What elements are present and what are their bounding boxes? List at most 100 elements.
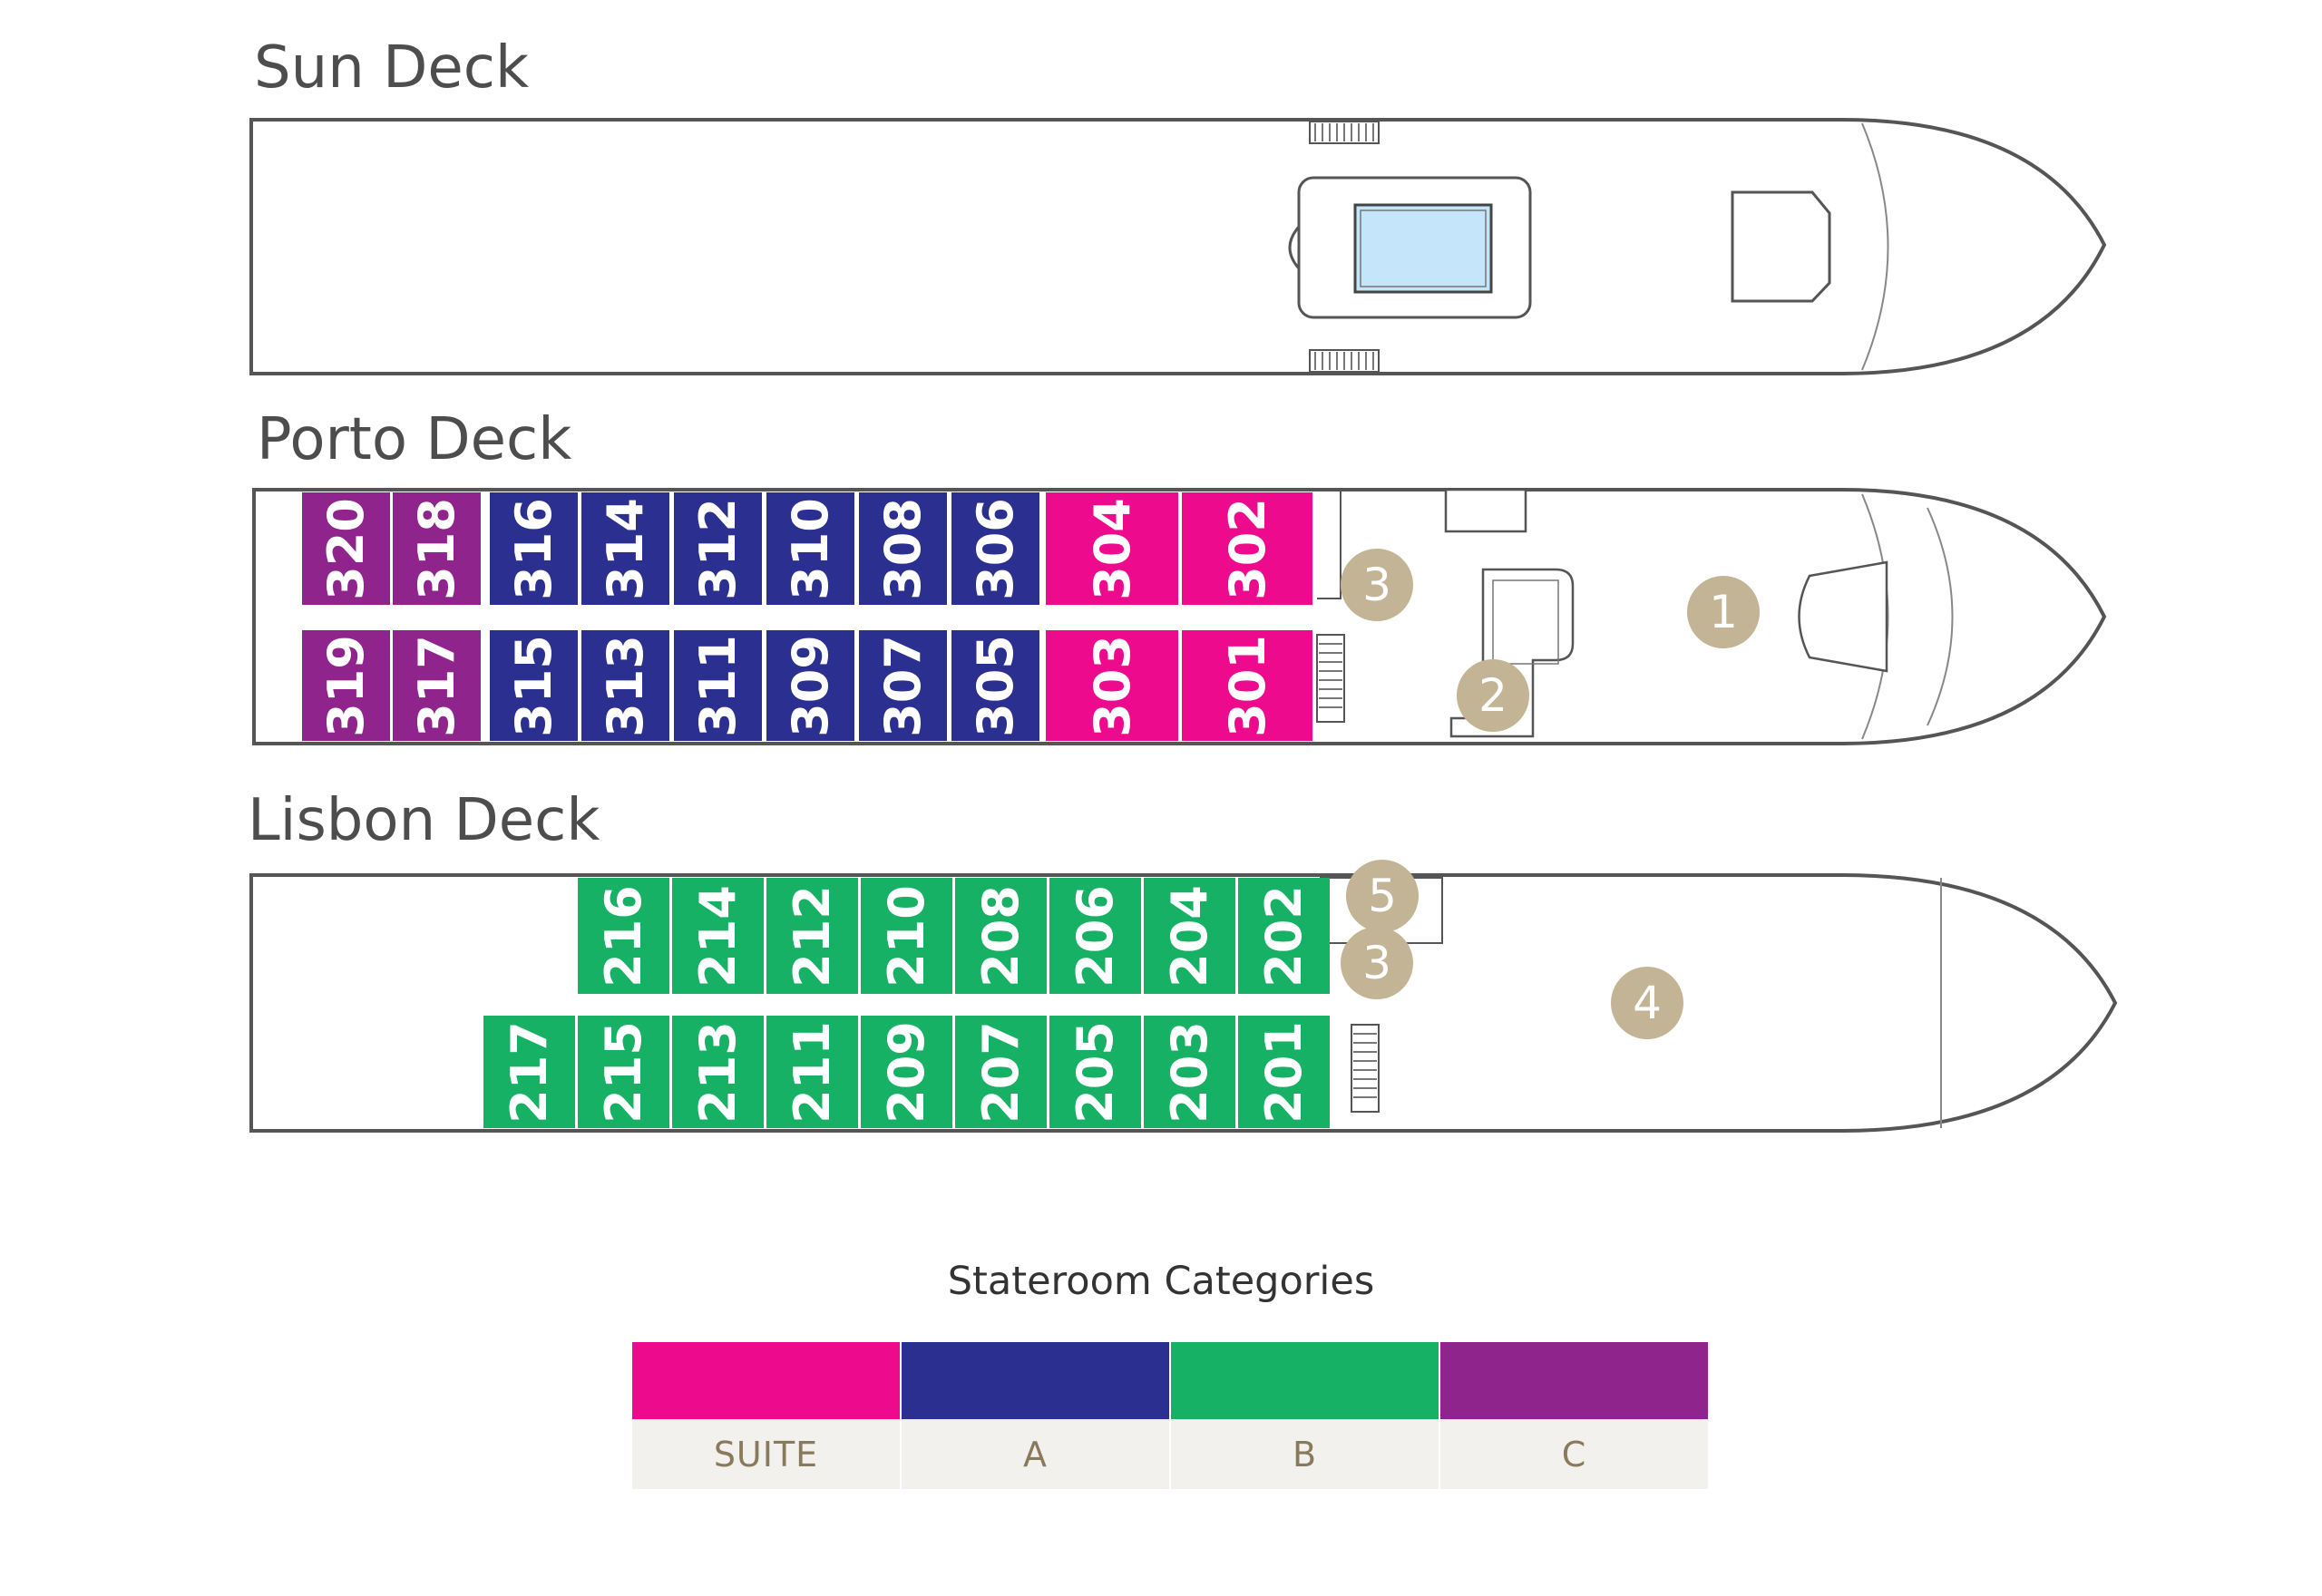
legend-label-b: B — [1171, 1419, 1439, 1489]
cabin-number: 206 — [1067, 884, 1125, 988]
cabin-number: 319 — [317, 634, 376, 737]
deck-title-sun: Sun Deck — [254, 34, 529, 102]
cabin-313[interactable]: 313 — [581, 630, 669, 741]
cabin-number: 314 — [597, 497, 655, 600]
legend-swatch-b — [1171, 1342, 1439, 1419]
cabin-210[interactable]: 210 — [861, 878, 952, 994]
lisbon-marker-4[interactable]: 4 — [1611, 967, 1683, 1039]
cabin-306[interactable]: 306 — [951, 492, 1039, 605]
cabin-number: 307 — [874, 634, 932, 737]
cabin-318[interactable]: 318 — [393, 492, 481, 605]
cabin-303[interactable]: 303 — [1046, 630, 1178, 741]
cabin-213[interactable]: 213 — [672, 1016, 764, 1128]
legend-item-suite: SUITE — [632, 1342, 900, 1489]
cabin-214[interactable]: 214 — [672, 878, 764, 994]
porto-marker-3[interactable]: 3 — [1341, 549, 1413, 621]
cabin-204[interactable]: 204 — [1144, 878, 1235, 994]
cabin-316[interactable]: 316 — [490, 492, 578, 605]
cabin-number: 313 — [597, 634, 655, 737]
cabin-308[interactable]: 308 — [859, 492, 947, 605]
cabin-311[interactable]: 311 — [674, 630, 762, 741]
cabin-212[interactable]: 212 — [766, 878, 858, 994]
cabin-number: 213 — [689, 1020, 747, 1124]
cabin-309[interactable]: 309 — [766, 630, 854, 741]
legend-title: Stateroom Categories — [947, 1259, 1375, 1304]
legend-label-suite: SUITE — [632, 1419, 900, 1489]
cabin-203[interactable]: 203 — [1144, 1016, 1235, 1128]
cabin-number: 318 — [408, 497, 466, 600]
legend-item-b: B — [1171, 1342, 1439, 1489]
cabin-209[interactable]: 209 — [861, 1016, 952, 1128]
cabin-number: 208 — [972, 884, 1030, 988]
cabin-number: 309 — [782, 634, 840, 737]
cabin-312[interactable]: 312 — [674, 492, 762, 605]
porto-marker-2[interactable]: 2 — [1457, 659, 1529, 732]
cabin-320[interactable]: 320 — [302, 492, 390, 605]
legend-item-c: C — [1440, 1342, 1708, 1489]
cabin-number: 207 — [972, 1020, 1030, 1124]
legend-swatch-suite — [632, 1342, 900, 1419]
cabin-310[interactable]: 310 — [766, 492, 854, 605]
cabin-205[interactable]: 205 — [1049, 1016, 1141, 1128]
cabin-number: 204 — [1161, 884, 1219, 988]
cabin-215[interactable]: 215 — [578, 1016, 669, 1128]
cabin-302[interactable]: 302 — [1182, 492, 1312, 605]
sun-stairs-top — [1309, 121, 1380, 144]
cabin-number: 205 — [1067, 1020, 1125, 1124]
cabin-number: 320 — [317, 497, 376, 600]
cabin-211[interactable]: 211 — [766, 1016, 858, 1128]
pool — [1353, 203, 1493, 294]
cabin-317[interactable]: 317 — [393, 630, 481, 741]
sun-deck-hull — [249, 118, 2107, 375]
cabin-217[interactable]: 217 — [483, 1016, 575, 1128]
cabin-number: 201 — [1255, 1020, 1313, 1124]
cabin-201[interactable]: 201 — [1238, 1016, 1330, 1128]
cabin-314[interactable]: 314 — [581, 492, 669, 605]
cabin-number: 215 — [595, 1020, 653, 1124]
cabin-305[interactable]: 305 — [951, 630, 1039, 741]
cabin-number: 305 — [967, 634, 1025, 737]
legend-item-a: A — [902, 1342, 1169, 1489]
cabin-number: 316 — [505, 497, 563, 600]
cabin-number: 214 — [689, 884, 747, 988]
cabin-number: 306 — [967, 497, 1025, 600]
cabin-301[interactable]: 301 — [1182, 630, 1312, 741]
cabin-number: 312 — [689, 497, 747, 600]
pool-area — [1288, 176, 1532, 319]
legend-swatch-c — [1440, 1342, 1708, 1419]
cabin-number: 315 — [505, 634, 563, 737]
cabin-319[interactable]: 319 — [302, 630, 390, 741]
cabin-number: 210 — [878, 884, 936, 988]
cabin-number: 301 — [1218, 634, 1276, 737]
lisbon-marker-3[interactable]: 3 — [1341, 927, 1413, 999]
cabin-315[interactable]: 315 — [490, 630, 578, 741]
cabin-202[interactable]: 202 — [1238, 878, 1330, 994]
cabin-number: 217 — [501, 1020, 559, 1124]
cabin-307[interactable]: 307 — [859, 630, 947, 741]
cabin-number: 209 — [878, 1020, 936, 1124]
cabin-number: 303 — [1083, 634, 1141, 737]
lisbon-marker-5[interactable]: 5 — [1346, 860, 1419, 932]
deck-title-lisbon: Lisbon Deck — [248, 787, 600, 854]
cabin-number: 311 — [689, 634, 747, 737]
cabin-number: 304 — [1083, 497, 1141, 600]
cabin-number: 308 — [874, 497, 932, 600]
stateroom-legend: SUITE A B C — [632, 1342, 1708, 1489]
cabin-216[interactable]: 216 — [578, 878, 669, 994]
cabin-number: 216 — [595, 884, 653, 988]
porto-marker-1[interactable]: 1 — [1687, 576, 1760, 648]
legend-label-c: C — [1440, 1419, 1708, 1489]
cabin-number: 203 — [1161, 1020, 1219, 1124]
cabin-208[interactable]: 208 — [955, 878, 1047, 994]
cabin-304[interactable]: 304 — [1046, 492, 1178, 605]
cabin-number: 317 — [408, 634, 466, 737]
sun-deck-pavilion — [1731, 190, 1831, 303]
cabin-207[interactable]: 207 — [955, 1016, 1047, 1128]
porto-stairs — [1316, 634, 1345, 723]
legend-label-a: A — [902, 1419, 1169, 1489]
cabin-206[interactable]: 206 — [1049, 878, 1141, 994]
cabin-number: 302 — [1218, 497, 1276, 600]
legend-swatch-a — [902, 1342, 1169, 1419]
